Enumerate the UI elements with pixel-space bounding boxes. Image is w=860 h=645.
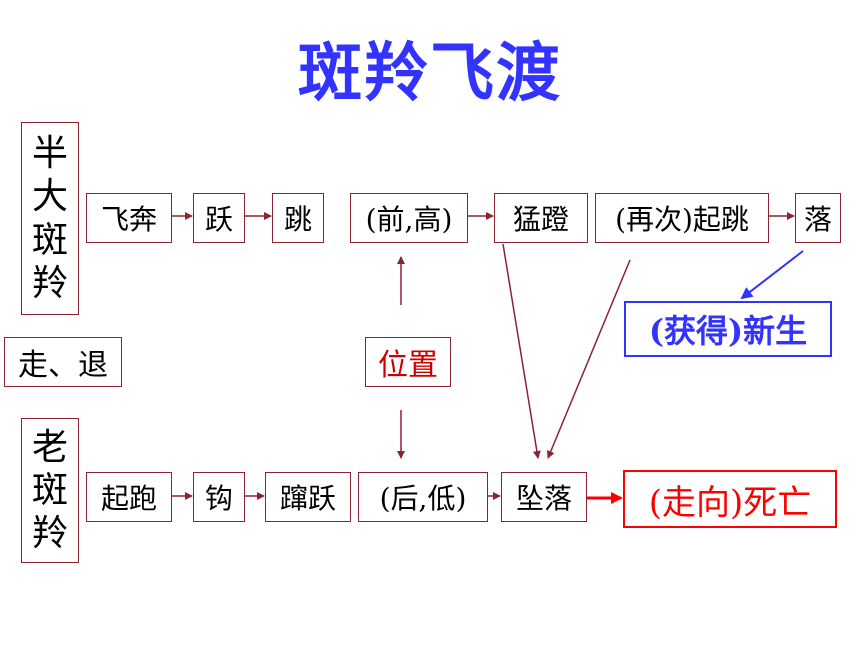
old-antelope-label: 老 斑 羚 (21, 418, 79, 563)
arrow-diag-1 (502, 243, 541, 459)
old-char-1: 老 (31, 426, 68, 468)
bottom-step-4: (后,低) (358, 472, 488, 522)
top-step-2: 跃 (193, 193, 245, 243)
top-step-1: 飞奔 (86, 193, 172, 243)
bottom-step-3: 蹿跃 (265, 472, 351, 522)
half-char-3: 斑 (31, 219, 68, 261)
rebirth-box: (获得)新生 (624, 301, 832, 357)
half-char-4: 羚 (31, 262, 68, 304)
old-char-3: 羚 (31, 513, 68, 555)
old-char-2: 斑 (31, 469, 68, 511)
bottom-step-2: 钩 (193, 472, 245, 522)
top-step-7: 落 (795, 193, 841, 243)
arrow-rebirth (740, 250, 804, 300)
top-step-6: (再次)起跳 (595, 193, 769, 243)
half-char-1: 半 (31, 133, 68, 175)
death-box: (走向)死亡 (623, 470, 837, 528)
top-step-4: (前,高) (350, 193, 468, 243)
bottom-step-5: 坠落 (501, 472, 587, 522)
page-title: 斑羚飞渡 (298, 37, 562, 111)
position-box: 位置 (365, 337, 451, 387)
walk-retreat-box: 走、退 (4, 337, 122, 387)
arrow-diag-2 (546, 259, 631, 459)
top-step-3: 跳 (272, 193, 324, 243)
half-char-2: 大 (31, 176, 68, 218)
half-big-antelope-label: 半 大 斑 羚 (21, 122, 79, 315)
top-step-5: 猛蹬 (494, 193, 588, 243)
bottom-step-1: 起跑 (86, 472, 172, 522)
